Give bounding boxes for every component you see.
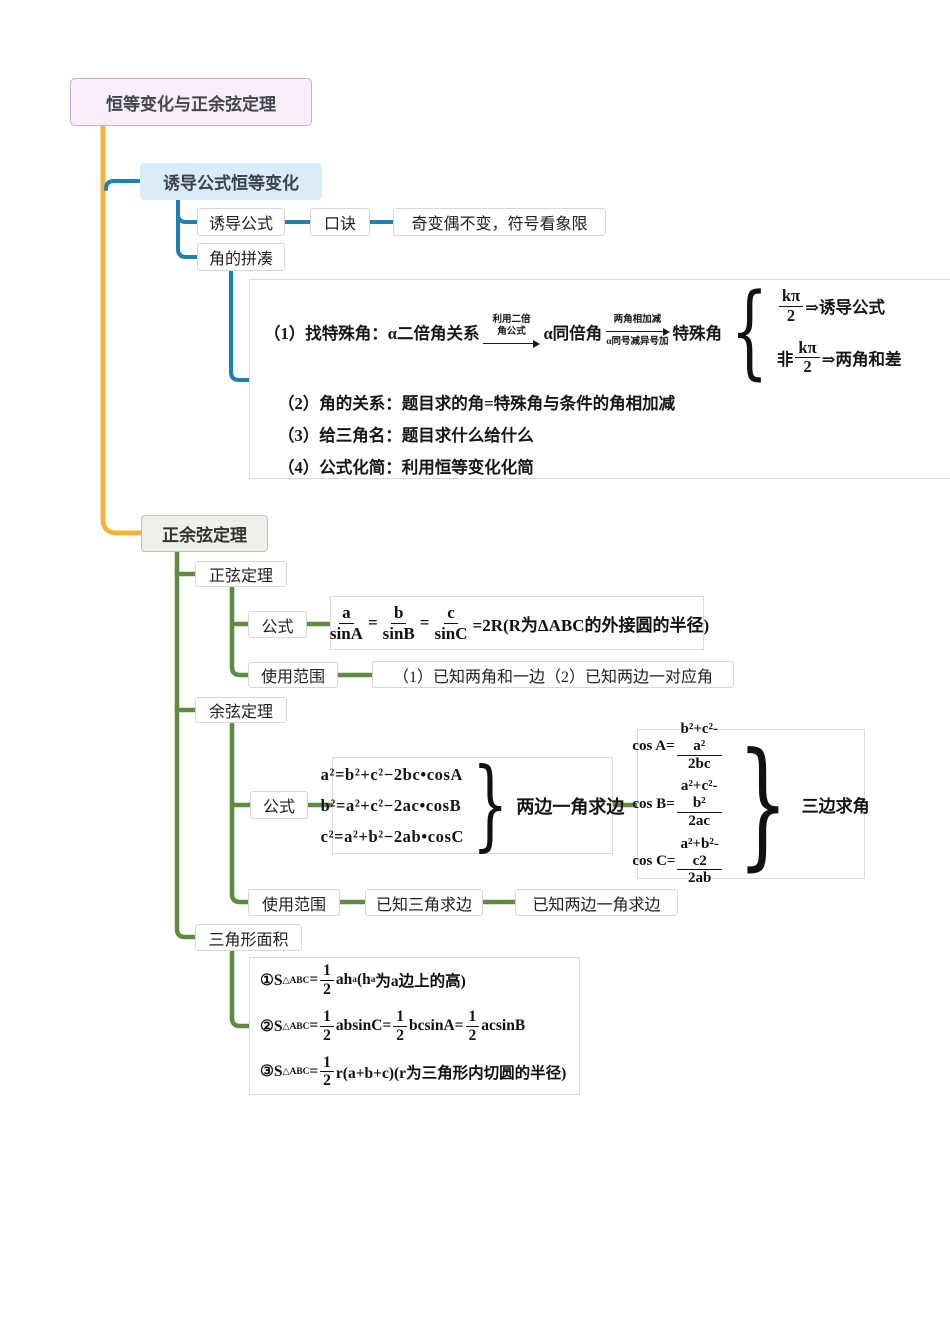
right-brace: } bbox=[472, 748, 509, 863]
node-sine-formula-label: 公式 bbox=[248, 611, 307, 638]
connector-to-angle-node bbox=[176, 210, 199, 259]
cosine-equation-b: b²=a²+c²−2ac•cosB bbox=[320, 796, 462, 815]
cosine-equation-a: a²=b²+c²−2bc•cosA bbox=[320, 765, 464, 784]
node-triangle-area: 三角形面积 bbox=[195, 924, 302, 951]
cosine-equation-c: c²=a²+b²−2ab•cosC bbox=[320, 827, 465, 846]
sine-usage-text: （1）已知两角和一边（2）已知两边一对应角 bbox=[372, 661, 734, 688]
node-cosine-usage-label: 使用范围 bbox=[248, 889, 340, 916]
connector-laws-trunk bbox=[174, 549, 198, 940]
node-sine-usage-label: 使用范围 bbox=[248, 662, 338, 688]
cosine-formula-box: a²=b²+c²−2bc•cosA b²=a²+c²−2ac•cosB c²=a… bbox=[321, 748, 625, 863]
connector-to-induction-formula bbox=[176, 198, 199, 224]
root-node: 恒等变化与正余弦定理 bbox=[70, 78, 312, 126]
node-cosine-formula-label: 公式 bbox=[250, 791, 308, 819]
detail-item-2: （2）角的关系：题目求的角=特殊角与条件的角相加减 bbox=[278, 394, 676, 413]
detail-item-4: （4）公式化简：利用恒等变化化简 bbox=[278, 458, 534, 477]
cosine-sides-label: 两边一角求边 bbox=[516, 796, 625, 817]
connector-root-trunk bbox=[100, 123, 144, 536]
branch-laws: 正余弦定理 bbox=[141, 515, 268, 552]
node-induction-formula: 诱导公式 bbox=[197, 208, 285, 236]
branch-induction: 诱导公式恒等变化 bbox=[140, 163, 322, 200]
connector-cosine-subtrunk bbox=[229, 720, 251, 905]
connector-sine-subtrunk bbox=[229, 584, 251, 678]
cosine-usage-2: 已知两边一角求边 bbox=[515, 889, 678, 916]
node-cosine-law: 余弦定理 bbox=[195, 697, 287, 723]
cosine-usage-1: 已知三角求边 bbox=[365, 889, 483, 916]
connector-area-subtrunk bbox=[229, 948, 252, 1029]
connector-to-induction bbox=[104, 179, 142, 191]
node-angle-combination: 角的拼凑 bbox=[197, 243, 285, 271]
right-brace: } bbox=[737, 722, 789, 884]
node-mnemonic: 口诀 bbox=[310, 208, 370, 236]
detail-item-3: （3）给三角名：题目求什么给什么 bbox=[278, 426, 534, 445]
cosine-equations: a²=b²+c²−2bc•cosA b²=a²+c²−2ac•cosB c²=a… bbox=[321, 759, 464, 852]
cosine-angles-label: 三边求角 bbox=[801, 796, 870, 816]
node-mnemonic-text: 奇变偶不变，符号看象限 bbox=[393, 208, 606, 236]
connector-angle-to-detail bbox=[229, 266, 251, 382]
node-sine-law: 正弦定理 bbox=[195, 561, 287, 587]
